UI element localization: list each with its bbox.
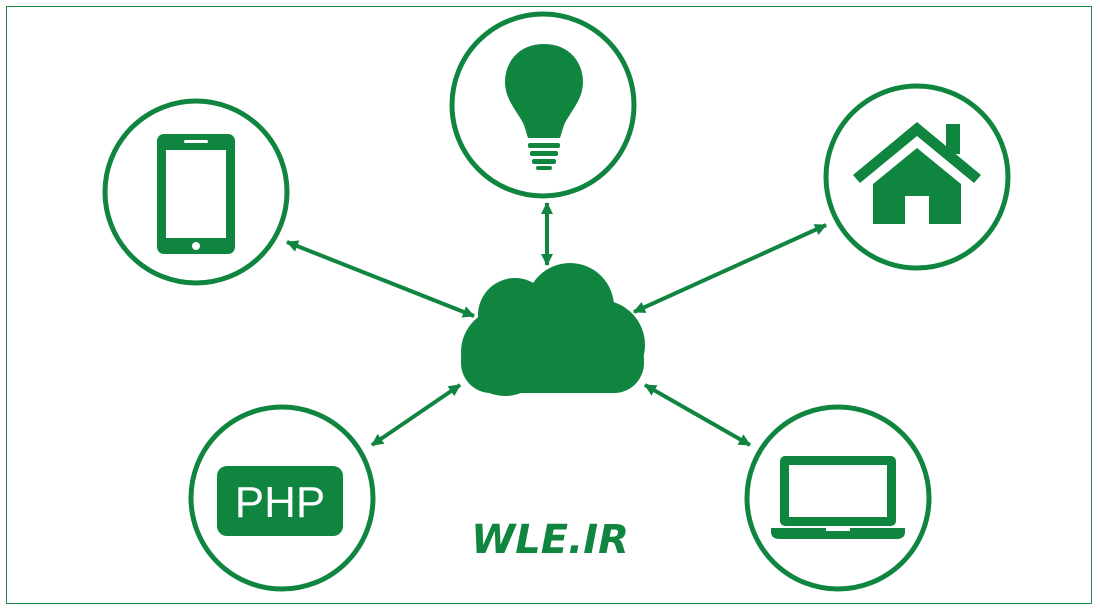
brand-wordmark: WLE.IR xyxy=(471,517,629,563)
node-home xyxy=(823,83,1011,271)
laptop-icon xyxy=(771,456,905,539)
connector-laptop xyxy=(644,383,751,447)
connector-mobile xyxy=(286,240,475,318)
lightbulb-icon xyxy=(505,44,583,170)
php-label: PHP xyxy=(235,478,325,527)
smartphone-icon xyxy=(157,134,235,254)
connector-php xyxy=(370,383,462,447)
house-icon xyxy=(853,122,981,224)
node-php: PHP xyxy=(188,404,376,592)
node-idea xyxy=(449,11,637,199)
connectors xyxy=(286,202,827,447)
diagram-frame xyxy=(6,6,1092,604)
cloud-icon xyxy=(461,263,645,396)
node-laptop xyxy=(744,404,932,592)
node-mobile xyxy=(102,98,290,286)
php-badge-icon xyxy=(217,466,343,536)
connector-home xyxy=(633,223,827,314)
